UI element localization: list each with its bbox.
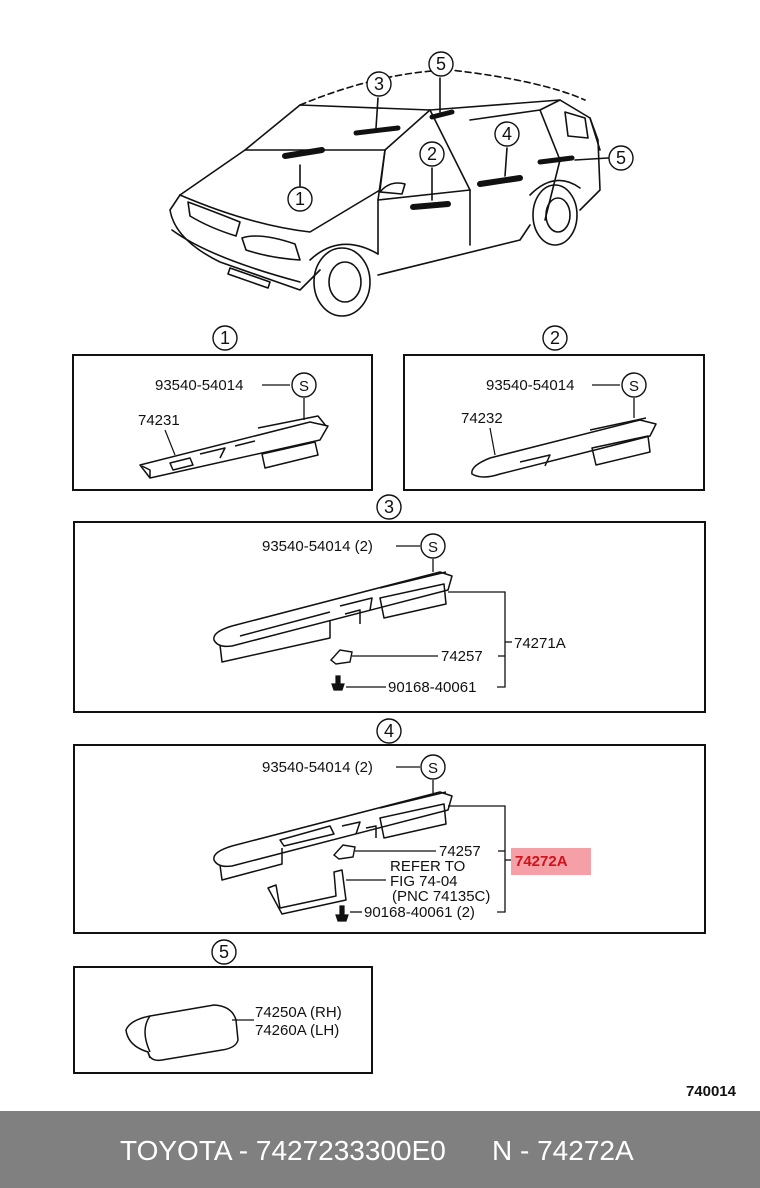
panel-4-assembly-part-number: 74272A bbox=[515, 853, 568, 870]
panel-3-assembly-bracket bbox=[448, 591, 512, 688]
panel-4-refer-line-1: REFER TO bbox=[390, 858, 465, 875]
svg-text:2: 2 bbox=[427, 144, 437, 164]
panel-2-part-leader bbox=[489, 427, 496, 456]
svg-text:S: S bbox=[299, 378, 309, 395]
svg-text:4: 4 bbox=[384, 721, 394, 741]
svg-text:1: 1 bbox=[295, 189, 305, 209]
panel-5-part-lh: 74260A (LH) bbox=[255, 1022, 339, 1039]
panel-1-part-leader bbox=[164, 429, 176, 456]
panel-4-bracket-drawing bbox=[267, 869, 347, 915]
svg-text:5: 5 bbox=[616, 148, 626, 168]
svg-text:S: S bbox=[629, 378, 639, 395]
panel-3-frame bbox=[73, 521, 706, 713]
svg-text:1: 1 bbox=[220, 328, 230, 348]
panel-5-part-rh: 74250A (RH) bbox=[255, 1004, 342, 1021]
panel-3-assembly-part-number: 74271A bbox=[514, 635, 566, 652]
footer-bar: TOYOTA - 7427233300E0 N - 74272A bbox=[0, 1111, 760, 1188]
vehicle-callout-5-side: 5 bbox=[608, 145, 634, 171]
panel-2-part-74232-drawing bbox=[471, 417, 657, 478]
panel-1-part-number: 74231 bbox=[138, 412, 180, 429]
svg-text:4: 4 bbox=[502, 124, 512, 144]
footer-part-number: TOYOTA - 7427233300E0 bbox=[120, 1135, 446, 1166]
panel-3-bolt-part-number: 93540-54014 (2) bbox=[262, 538, 373, 555]
panel-4-part-74272A-drawing bbox=[213, 791, 453, 881]
panel-3-part-74271A-drawing bbox=[213, 571, 453, 663]
panel-3-clip-part-number: 74257 bbox=[441, 648, 483, 665]
svg-text:3: 3 bbox=[384, 497, 394, 517]
panel-2-frame bbox=[403, 354, 705, 491]
svg-text:2: 2 bbox=[550, 328, 560, 348]
vehicle-callout-4: 4 bbox=[494, 121, 520, 147]
parts-diagram: 1 2 3 4 5 5 1 93540-54014 S 74231 bbox=[72, 51, 737, 1100]
panel-1-bolt-part-number: 93540-54014 bbox=[155, 377, 243, 394]
panel-4-clip-drawing bbox=[332, 844, 356, 860]
svg-text:5: 5 bbox=[219, 942, 229, 962]
panel-1-s-symbol: S bbox=[291, 372, 317, 398]
panel-4-assembly-bracket bbox=[448, 805, 512, 913]
panel-1-label: 1 bbox=[212, 325, 238, 351]
panel-4-screw-drawing bbox=[335, 905, 349, 922]
vehicle-callout-1: 1 bbox=[287, 186, 313, 212]
panel-2-bolt-part-number: 93540-54014 bbox=[486, 377, 574, 394]
panel-4-clip-part-number: 74257 bbox=[439, 843, 481, 860]
panel-3-screw-drawing bbox=[331, 675, 345, 691]
panel-2-label: 2 bbox=[542, 325, 568, 351]
panel-3-screw-part-number: 90168-40061 bbox=[388, 679, 476, 696]
panel-4-s-symbol: S bbox=[420, 754, 446, 780]
footer-catalog-number: N - 74272A bbox=[492, 1135, 634, 1166]
panel-4-bolt-part-number: 93540-54014 (2) bbox=[262, 759, 373, 776]
panel-1-part-74231-drawing bbox=[139, 415, 329, 479]
panel-2-part-number: 74232 bbox=[461, 410, 503, 427]
panel-3-label: 3 bbox=[376, 494, 402, 520]
panel-4-screw-part-number: 90168-40061 (2) bbox=[364, 904, 475, 921]
svg-text:S: S bbox=[428, 760, 438, 777]
panel-4-assembly-highlight bbox=[511, 848, 591, 875]
panel-5-part-drawing bbox=[125, 1004, 239, 1062]
vehicle-callout-3: 3 bbox=[366, 71, 392, 97]
panel-2-s-symbol: S bbox=[621, 372, 647, 398]
panel-4-label: 4 bbox=[376, 718, 402, 744]
vehicle-callout-2: 2 bbox=[419, 141, 445, 167]
panel-4-refer-line-2: FIG 74-04 bbox=[390, 873, 458, 890]
panel-5-frame bbox=[73, 966, 373, 1074]
svg-text:5: 5 bbox=[436, 54, 446, 74]
svg-text:3: 3 bbox=[374, 74, 384, 94]
vehicle-illustration bbox=[169, 69, 609, 317]
panel-4-frame bbox=[73, 744, 706, 934]
panel-4-refer-line-3: (PNC 74135C) bbox=[392, 888, 490, 905]
panel-3-s-symbol: S bbox=[420, 533, 446, 559]
panel-1-frame bbox=[72, 354, 373, 491]
svg-text:S: S bbox=[428, 539, 438, 556]
panel-3-clip-drawing bbox=[329, 649, 353, 665]
figure-number: 740014 bbox=[686, 1083, 737, 1100]
vehicle-callout-5-top: 5 bbox=[428, 51, 454, 77]
panel-5-label: 5 bbox=[211, 939, 237, 965]
